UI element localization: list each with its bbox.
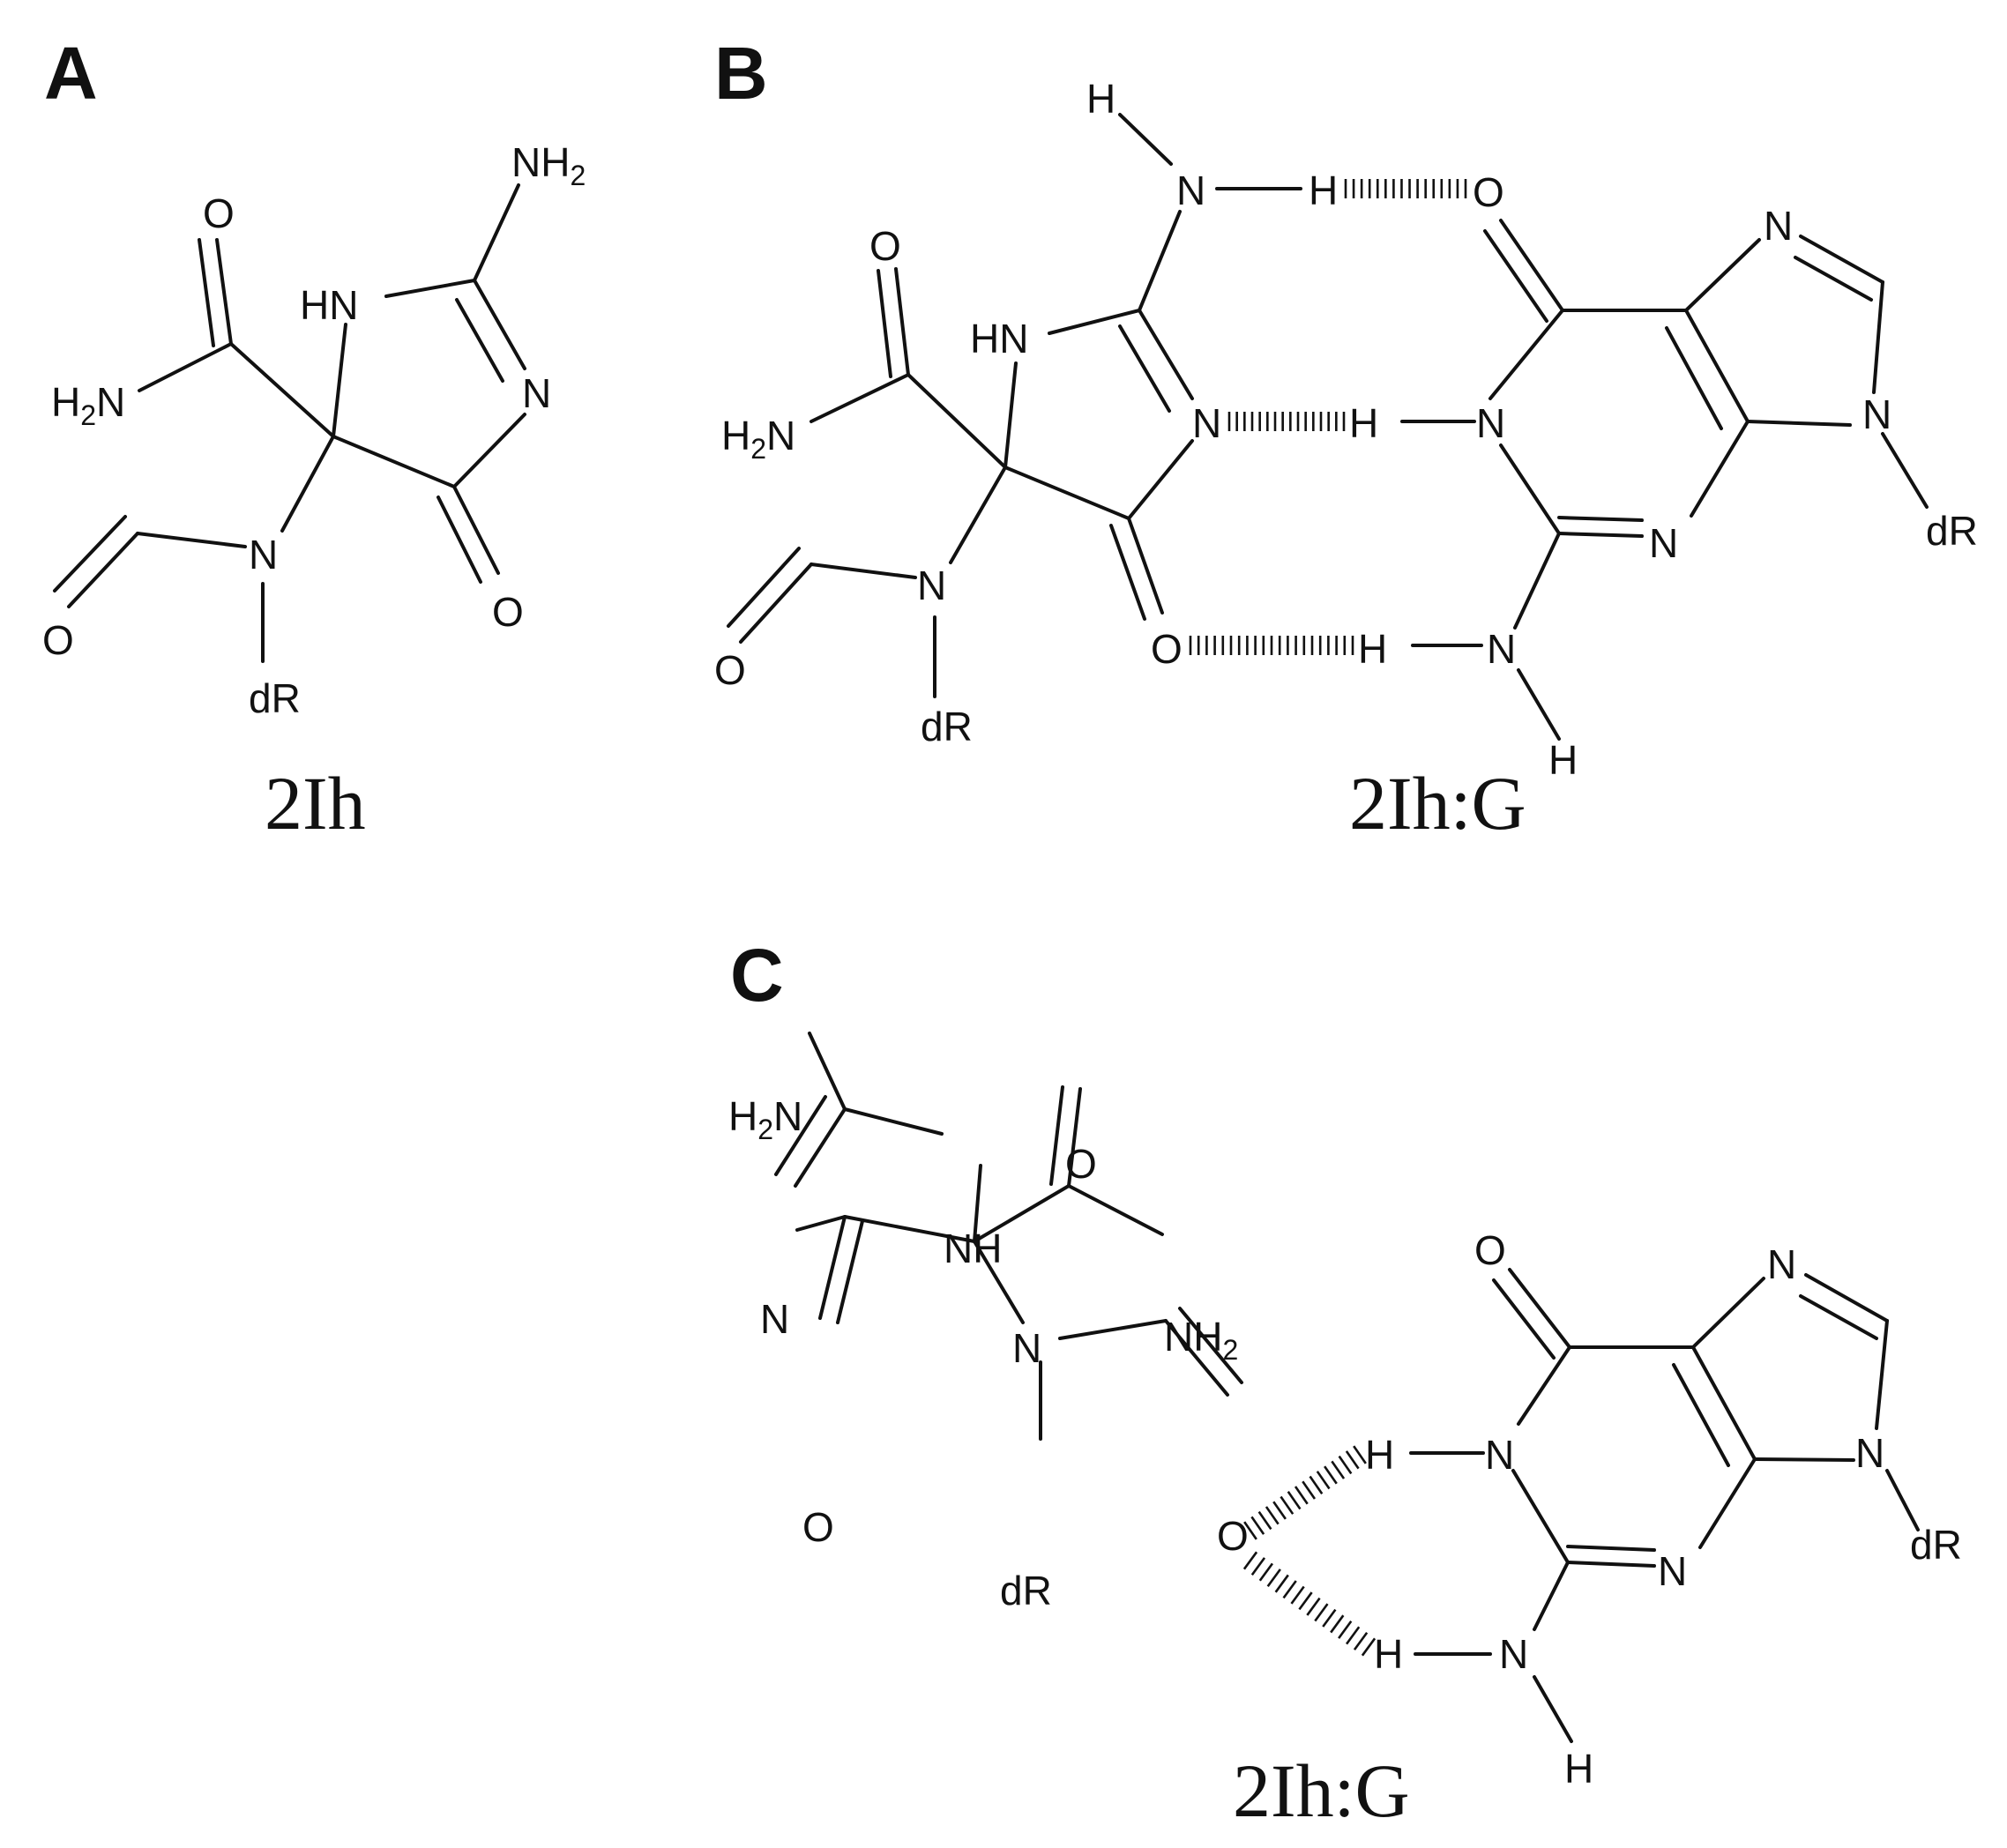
svg-text:N: N (1485, 1432, 1514, 1478)
svg-text:N: N (760, 1296, 789, 1342)
svg-text:N: N (1658, 1548, 1687, 1594)
panel-c-atoms: H2N O NH O N N NH2 N H N N O O dR dR N H… (728, 1093, 1962, 1792)
svg-text:O: O (492, 589, 524, 635)
svg-text:H2N: H2N (728, 1093, 802, 1145)
svg-text:HN: HN (970, 316, 1028, 361)
svg-text:NH: NH (944, 1226, 1002, 1271)
hbond-c-1 (1243, 1445, 1367, 1540)
svg-text:O: O (203, 190, 235, 236)
svg-text:dR: dR (1910, 1522, 1962, 1568)
svg-text:H: H (1349, 400, 1378, 446)
svg-text:O: O (1065, 1141, 1097, 1187)
svg-text:N: N (1192, 400, 1221, 446)
svg-text:N: N (1176, 168, 1205, 213)
panel-b-bonds (727, 113, 1929, 741)
svg-text:dR: dR (921, 704, 973, 749)
svg-text:O: O (714, 647, 746, 693)
svg-text:N: N (1476, 400, 1505, 446)
svg-text:N: N (1764, 203, 1793, 249)
svg-text:H2N: H2N (721, 413, 795, 465)
svg-text:N: N (1012, 1325, 1041, 1371)
panel-b-caption: 2Ih:G (1349, 761, 1526, 846)
panel-a-label: A (44, 32, 98, 115)
panel-b-label: B (714, 32, 768, 115)
svg-text:N: N (1487, 626, 1516, 672)
svg-text:H: H (1309, 168, 1338, 213)
hbond-b-1 (1344, 179, 1467, 198)
panel-a-caption: 2Ih (265, 761, 366, 846)
svg-text:HN: HN (300, 282, 358, 328)
panel-c-bonds (774, 1032, 1920, 1743)
svg-text:H: H (1365, 1432, 1394, 1478)
svg-text:N: N (1649, 520, 1678, 566)
svg-text:O: O (802, 1504, 834, 1550)
svg-text:N: N (522, 370, 551, 416)
hbond-c-2 (1242, 1551, 1377, 1657)
svg-text:H: H (1374, 1631, 1403, 1677)
svg-text:O: O (42, 617, 74, 663)
svg-text:O: O (1473, 169, 1504, 215)
panel-b: B (714, 32, 1978, 846)
svg-text:H: H (1564, 1746, 1593, 1792)
svg-text:O: O (1474, 1227, 1506, 1273)
panel-c: C (728, 934, 1962, 1833)
svg-text:H: H (1548, 737, 1578, 783)
panel-a: A NH2 O (42, 32, 586, 846)
svg-text:O: O (1217, 1513, 1249, 1559)
svg-text:dR: dR (1000, 1568, 1052, 1613)
panel-b-atoms: H N H O O N HN H2N N H N N N N dR O H N … (714, 76, 1978, 783)
panel-c-hbonds (1242, 1445, 1377, 1657)
svg-text:N: N (917, 563, 946, 608)
svg-text:N: N (1855, 1430, 1884, 1476)
svg-text:N: N (1862, 391, 1891, 437)
svg-text:H: H (1358, 626, 1387, 672)
svg-text:NH2: NH2 (511, 139, 586, 191)
svg-text:N: N (249, 532, 278, 578)
panel-c-label: C (730, 934, 784, 1017)
svg-text:H2N: H2N (51, 379, 125, 431)
hbond-b-3 (1189, 636, 1354, 655)
svg-text:N: N (1499, 1631, 1528, 1677)
svg-text:dR: dR (1926, 508, 1978, 554)
panel-a-atoms: NH2 O HN N H2N N O O dR (42, 139, 586, 721)
panel-c-caption: 2Ih:G (1233, 1748, 1410, 1833)
svg-text:O: O (1151, 626, 1183, 672)
svg-text:H: H (1086, 76, 1115, 122)
panel-a-bonds (53, 183, 526, 663)
hbond-b-2 (1227, 412, 1346, 431)
svg-text:O: O (869, 223, 901, 269)
svg-text:N: N (1767, 1241, 1796, 1287)
svg-text:NH2: NH2 (1164, 1314, 1238, 1366)
panel-b-hbonds (1189, 179, 1467, 655)
svg-text:dR: dR (249, 675, 301, 721)
